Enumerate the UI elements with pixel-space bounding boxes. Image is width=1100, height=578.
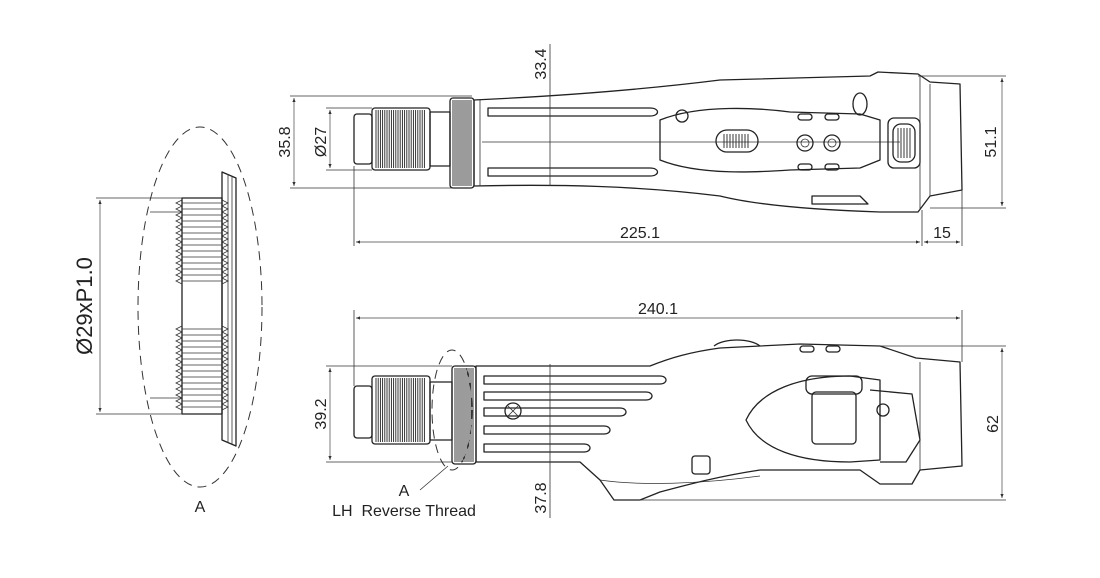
top-tail-dim: 15 [933,225,951,242]
thread-tooth [175,373,229,381]
thread-tooth [175,247,229,255]
thread-tooth [175,217,229,225]
detail-letter: A [195,499,206,516]
top-collet-dia-dim: Ø27 [313,127,330,157]
top-body-height-dim: 35.8 [277,126,294,157]
thread-tooth [175,343,229,351]
thread-tooth [175,253,229,261]
thread-tooth [175,259,229,267]
thread-tooth [175,397,229,405]
thread-tooth [175,325,229,333]
top-view: 225.1 15 51.1 35.8 Ø27 33.4 [277,44,1006,246]
thread-tooth [175,337,229,345]
thread-tooth [175,223,229,231]
side-housing [475,343,963,501]
thread-tooth [175,331,229,339]
thread-tooth [175,241,229,249]
side-callout-ellipse [431,349,473,471]
side-bottom-offset-dim: 37.8 [533,482,550,513]
thread-tooth [175,265,229,273]
detail-boundary-ellipse [137,126,263,488]
top-button-right [823,134,841,152]
top-front-offset-dim: 33.4 [533,48,550,79]
thread-tooth [175,367,229,375]
detail-thread-teeth [175,199,229,411]
top-button-left [796,134,814,152]
side-nose-height-dim: 39.2 [313,398,330,429]
thread-tooth [175,385,229,393]
thread-tooth [175,361,229,369]
top-collet-knurl [375,110,425,168]
side-screw [504,402,522,420]
top-height-dim: 51.1 [983,126,1000,157]
thread-tooth [175,235,229,243]
thread-tooth [175,271,229,279]
side-length-dim: 240.1 [638,301,678,318]
side-callout-letter: A [399,483,410,500]
thread-tooth [175,355,229,363]
thread-tooth [175,349,229,357]
top-nose-cap [353,113,373,165]
thread-tooth [175,199,229,207]
side-height-dim: 62 [985,415,1002,433]
side-trigger-window [811,391,857,445]
thread-tooth [175,205,229,213]
detail-thread-body [181,197,223,415]
top-housing [473,71,963,213]
thread-tooth [175,211,229,219]
top-direction-switch [715,129,759,153]
side-nose-cap [353,385,373,439]
thread-tooth [175,379,229,387]
side-callout-note: LH Reverse Thread [332,503,476,520]
thread-tooth [175,229,229,237]
thread-tooth [175,391,229,399]
thread-tooth [175,403,229,411]
top-front-ring [449,97,475,189]
thread-size-label: Ø29xP1.0 [72,257,97,355]
side-view: 240.1 62 39.2 37.8 A LH Reverse Thread [313,301,1006,520]
detail-a-view: Ø29xP1.0 A [72,126,263,516]
top-length-dim: 225.1 [620,225,660,242]
thread-tooth [175,277,229,285]
